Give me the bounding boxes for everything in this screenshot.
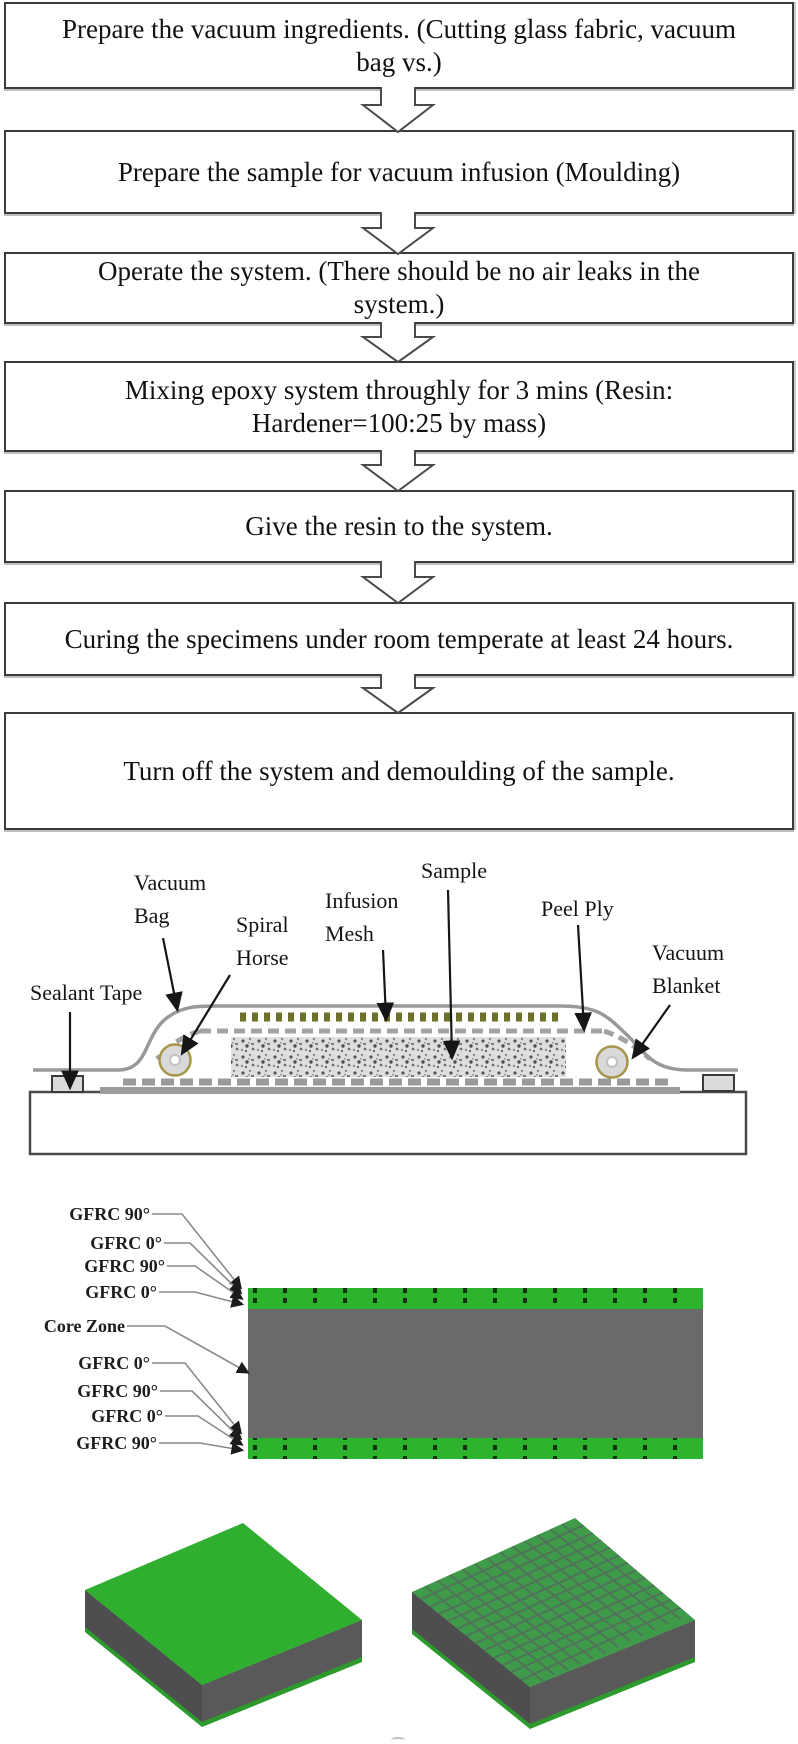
vacuum-bag-arrow xyxy=(161,937,183,1013)
flow-step-7-line1: Turn off the system and demoulding of th… xyxy=(123,755,675,786)
layup-label-gfrc90-top1: GFRC 90° xyxy=(69,1204,150,1224)
leader-gfrc0-top4 xyxy=(159,1291,245,1308)
flow-step-5-line1: Give the resin to the system. xyxy=(245,511,553,541)
spiral-horse-arrow xyxy=(180,974,231,1056)
flow-step-1-line2: bag vs.) xyxy=(356,46,442,77)
flow-step-3-line1: Operate the system. (There should be no … xyxy=(97,256,701,286)
flow-arrow-down-icon xyxy=(360,674,436,715)
leader-gfrc0-bot3 xyxy=(165,1415,244,1446)
leader-gfrc90-bot4 xyxy=(159,1442,245,1455)
sealant-tape-right xyxy=(702,1074,735,1092)
gfrc-bottom-skin-stitches xyxy=(248,1438,703,1459)
sample-arrow xyxy=(442,889,461,1061)
vacuum-blanket-label: Vacuum Blanket xyxy=(652,940,725,998)
sealant-tape-left xyxy=(51,1075,84,1093)
tool-plate xyxy=(100,1087,680,1094)
sample-label: Sample xyxy=(421,858,487,883)
flow-step-3: Operate the system. (There should be no … xyxy=(4,252,794,324)
spiral-horse-label: Spiral Horse xyxy=(236,912,289,970)
flow-step-1-line1: Prepare the vacuum ingredients. (Cutting… xyxy=(61,13,737,44)
peel-ply-label: Peel Ply xyxy=(541,896,614,921)
flow-step-6-line1: Curing the specimens under room temperat… xyxy=(64,623,734,654)
vacuum-setup-diagram xyxy=(28,889,748,1156)
layup-cross-section xyxy=(127,1213,703,1459)
layup-label-gfrc90-bot4: GFRC 90° xyxy=(76,1433,157,1453)
peel-ply-arrow xyxy=(574,924,592,1033)
infusion-mesh-label: Infusion Mesh xyxy=(325,888,399,946)
caption-fragment xyxy=(391,1737,405,1743)
leader-gfrc90-top1 xyxy=(152,1213,242,1290)
infusion-mesh-arrow xyxy=(376,949,395,1023)
flow-arrow-down-icon xyxy=(360,87,436,134)
flow-step-1: Prepare the vacuum ingredients. (Cutting… xyxy=(4,2,794,89)
flow-step-6: Curing the specimens under room temperat… xyxy=(4,602,794,676)
leader-gfrc90-bot2 xyxy=(160,1390,243,1441)
layup-label-gfrc0-bot1: GFRC 0° xyxy=(78,1353,150,1373)
layup-label-gfrc0-top2: GFRC 0° xyxy=(90,1233,162,1253)
layup-label-gfrc90-bot2: GFRC 90° xyxy=(77,1381,158,1401)
sample-material xyxy=(231,1037,566,1077)
leader-core-zone xyxy=(127,1325,250,1374)
flow-step-4-line1: Mixing epoxy system throughly for 3 mins… xyxy=(124,374,674,405)
leader-gfrc0-top2 xyxy=(164,1242,243,1295)
flow-step-4: Mixing epoxy system throughly for 3 mins… xyxy=(4,361,794,452)
flow-arrow-down-icon xyxy=(360,450,436,493)
spiral-tube-right xyxy=(595,1045,629,1079)
flow-step-3-line2: system.) xyxy=(353,289,445,319)
flow-arrow-down-icon xyxy=(360,212,436,256)
layup-label-gfrc0-top4: GFRC 0° xyxy=(85,1282,157,1302)
specimen-blocks xyxy=(85,1518,695,1729)
flow-step-7: Turn off the system and demoulding of th… xyxy=(4,712,794,830)
mould-base xyxy=(28,1090,748,1156)
specimen-block-gridded xyxy=(412,1518,695,1729)
layup-label-core-zone: Core Zone xyxy=(43,1316,125,1336)
layup-label-gfrc90-top3: GFRC 90° xyxy=(84,1256,165,1276)
gfrc-top-skin-stitches xyxy=(248,1288,703,1309)
flow-step-2: Prepare the sample for vacuum infusion (… xyxy=(4,130,794,214)
flow-step-4-line2: Hardener=100:25 by mass) xyxy=(251,407,547,438)
vacuum-blanket-arrow xyxy=(631,1004,671,1060)
flow-arrow-down-icon xyxy=(360,322,436,364)
flow-step-5: Give the resin to the system. xyxy=(4,490,794,563)
sealant-tape-label: Sealant Tape xyxy=(30,980,143,1005)
vacuum-bag-label: Vacuum Bag xyxy=(134,870,207,928)
grid-texture xyxy=(420,1523,685,1682)
leader-gfrc0-bot1 xyxy=(152,1362,242,1435)
flow-arrow-down-icon xyxy=(360,561,436,605)
specimen-block-plain xyxy=(85,1523,362,1727)
leader-gfrc90-top3 xyxy=(167,1265,244,1300)
flow-step-2-line1: Prepare the sample for vacuum infusion (… xyxy=(117,156,681,187)
core-zone-block xyxy=(248,1309,703,1438)
layup-label-gfrc0-bot3: GFRC 0° xyxy=(91,1406,163,1426)
